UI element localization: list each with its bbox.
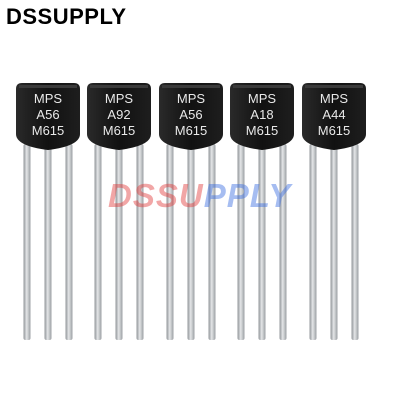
marking-line2: A56 bbox=[36, 107, 59, 122]
lead-2 bbox=[115, 144, 123, 340]
marking-line1: MPS bbox=[248, 91, 277, 106]
body-top-edge bbox=[19, 85, 77, 88]
marking-line1: MPS bbox=[177, 91, 206, 106]
marking-line2: A18 bbox=[250, 107, 273, 122]
body-top-edge bbox=[233, 85, 291, 88]
body-top-edge bbox=[305, 85, 363, 88]
marking-line3: M615 bbox=[103, 123, 136, 138]
marking-line3: M615 bbox=[32, 123, 65, 138]
body-top-edge bbox=[90, 85, 148, 88]
lead-1 bbox=[237, 144, 245, 340]
lead-2 bbox=[187, 144, 195, 340]
lead-2 bbox=[44, 144, 52, 340]
marking-line3: M615 bbox=[318, 123, 351, 138]
watermark-blue-part: PPLY bbox=[203, 177, 292, 214]
brand-title: DSSUPPLY bbox=[6, 4, 127, 29]
transistor-body bbox=[159, 83, 223, 150]
body-top-edge bbox=[162, 85, 220, 88]
lead-3 bbox=[351, 144, 359, 340]
marking-line1: MPS bbox=[34, 91, 63, 106]
marking-line2: A44 bbox=[322, 107, 345, 122]
marking-line1: MPS bbox=[105, 91, 134, 106]
marking-line2: A92 bbox=[107, 107, 130, 122]
transistor-body bbox=[87, 83, 151, 150]
lead-1 bbox=[309, 144, 317, 340]
lead-1 bbox=[94, 144, 102, 340]
lead-3 bbox=[279, 144, 287, 340]
watermark: DSSUPPLY bbox=[108, 177, 291, 215]
transistor-body bbox=[302, 83, 366, 150]
lead-3 bbox=[65, 144, 73, 340]
marking-line2: A56 bbox=[179, 107, 202, 122]
lead-1 bbox=[166, 144, 174, 340]
transistor-body bbox=[230, 83, 294, 150]
marking-line3: M615 bbox=[175, 123, 208, 138]
lead-1 bbox=[23, 144, 31, 340]
lead-2 bbox=[258, 144, 266, 340]
marking-line3: M615 bbox=[246, 123, 279, 138]
lead-3 bbox=[208, 144, 216, 340]
marking-line1: MPS bbox=[320, 91, 349, 106]
lead-2 bbox=[330, 144, 338, 340]
watermark-red-part: DSSU bbox=[108, 177, 204, 214]
lead-3 bbox=[136, 144, 144, 340]
transistor-body bbox=[16, 83, 80, 150]
